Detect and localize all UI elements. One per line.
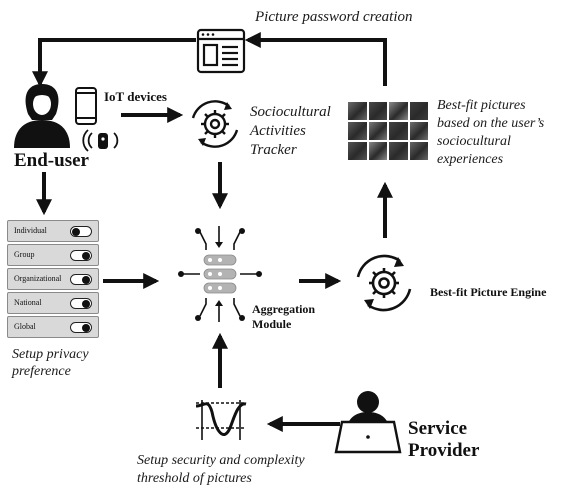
toggle-knob [82,275,90,284]
tracker-label-line: Tracker [250,142,297,158]
picture-thumbnail [389,122,408,140]
picture-thumbnail [389,142,408,160]
flow-arrows [32,32,393,432]
best-fit-label-line: based on the user’s [437,116,545,131]
picture-password-creation-label: Picture password creation [255,9,413,25]
privacy-caption-line: preference [12,364,71,379]
service-provider-label-line: Service [408,418,468,439]
best-fit-engine-label: Best-fit Picture Engine [430,285,547,299]
threshold-wave-icon [195,400,247,440]
privacy-toggle[interactable] [70,298,92,309]
privacy-row-label: Global [14,322,36,331]
privacy-row-label: Group [14,250,35,259]
arrow-bestfit-to-creation [244,32,387,86]
toggle-knob [82,323,90,332]
end-user-label: End-user [14,150,89,171]
best-fit-label-line: Best-fit pictures [437,98,526,113]
aggregation-label-line: Aggregation [252,302,316,316]
best-fit-label-line: experiences [437,152,504,167]
threshold-caption: Setup security and complexity threshold … [137,452,305,488]
browser-window-icon [196,28,246,74]
privacy-toggle[interactable] [70,322,92,333]
aggregation-module-label: Aggregation Module [252,302,315,332]
privacy-caption-line: Setup privacy [12,347,89,362]
engine-gear-icon [356,254,412,312]
best-fit-label-line: sociocultural [437,134,511,149]
picture-thumbnail [368,102,387,120]
service-provider-label: Service Provider [408,418,479,462]
picture-thumbnail [348,122,367,140]
privacy-preference-panel: Individual Group Organizational National… [7,220,99,341]
privacy-row-label: Organizational [14,274,62,283]
privacy-row-organizational: Organizational [7,268,99,290]
privacy-row-national: National [7,292,99,314]
iot-speaker-icon [82,129,119,152]
privacy-toggle[interactable] [70,250,92,261]
picture-thumbnail [409,142,428,160]
aggregation-label-line: Module [252,317,292,331]
best-fit-pictures-label: Best-fit pictures based on the user’s so… [437,97,561,169]
threshold-caption-line: threshold of pictures [137,471,252,486]
privacy-caption: Setup privacy preference [12,346,89,380]
picture-thumbnail [389,102,408,120]
picture-thumbnail [348,102,367,120]
smartphone-icon [75,87,97,125]
iot-devices-label: IoT devices [104,89,167,104]
picture-thumbnail [368,122,387,140]
picture-thumbnail [409,102,428,120]
toggle-knob [82,299,90,308]
service-provider-icon [334,391,402,454]
privacy-row-individual: Individual [7,220,99,242]
toggle-knob [82,251,90,260]
tracker-label: Sociocultural Activities Tracker [250,103,360,160]
picture-thumbnail [409,122,428,140]
tracker-label-line: Activities [250,123,306,139]
privacy-toggle[interactable] [70,274,92,285]
toggle-knob [72,227,80,236]
privacy-row-label: Individual [14,226,47,235]
aggregation-module-icon [178,226,262,322]
tracker-gear-icon [191,100,239,148]
picture-thumbnail [368,142,387,160]
privacy-row-group: Group [7,244,99,266]
picture-thumbnail [348,142,367,160]
privacy-toggle[interactable] [70,226,92,237]
arrow-creation-to-enduser [32,38,196,88]
tracker-label-line: Sociocultural [250,104,331,120]
privacy-row-global: Global [7,316,99,338]
service-provider-label-line: Provider [408,440,480,461]
threshold-caption-line: Setup security and complexity [137,453,305,468]
privacy-row-label: National [14,298,42,307]
end-user-avatar-icon [14,84,70,148]
best-fit-picture-grid [348,102,428,160]
